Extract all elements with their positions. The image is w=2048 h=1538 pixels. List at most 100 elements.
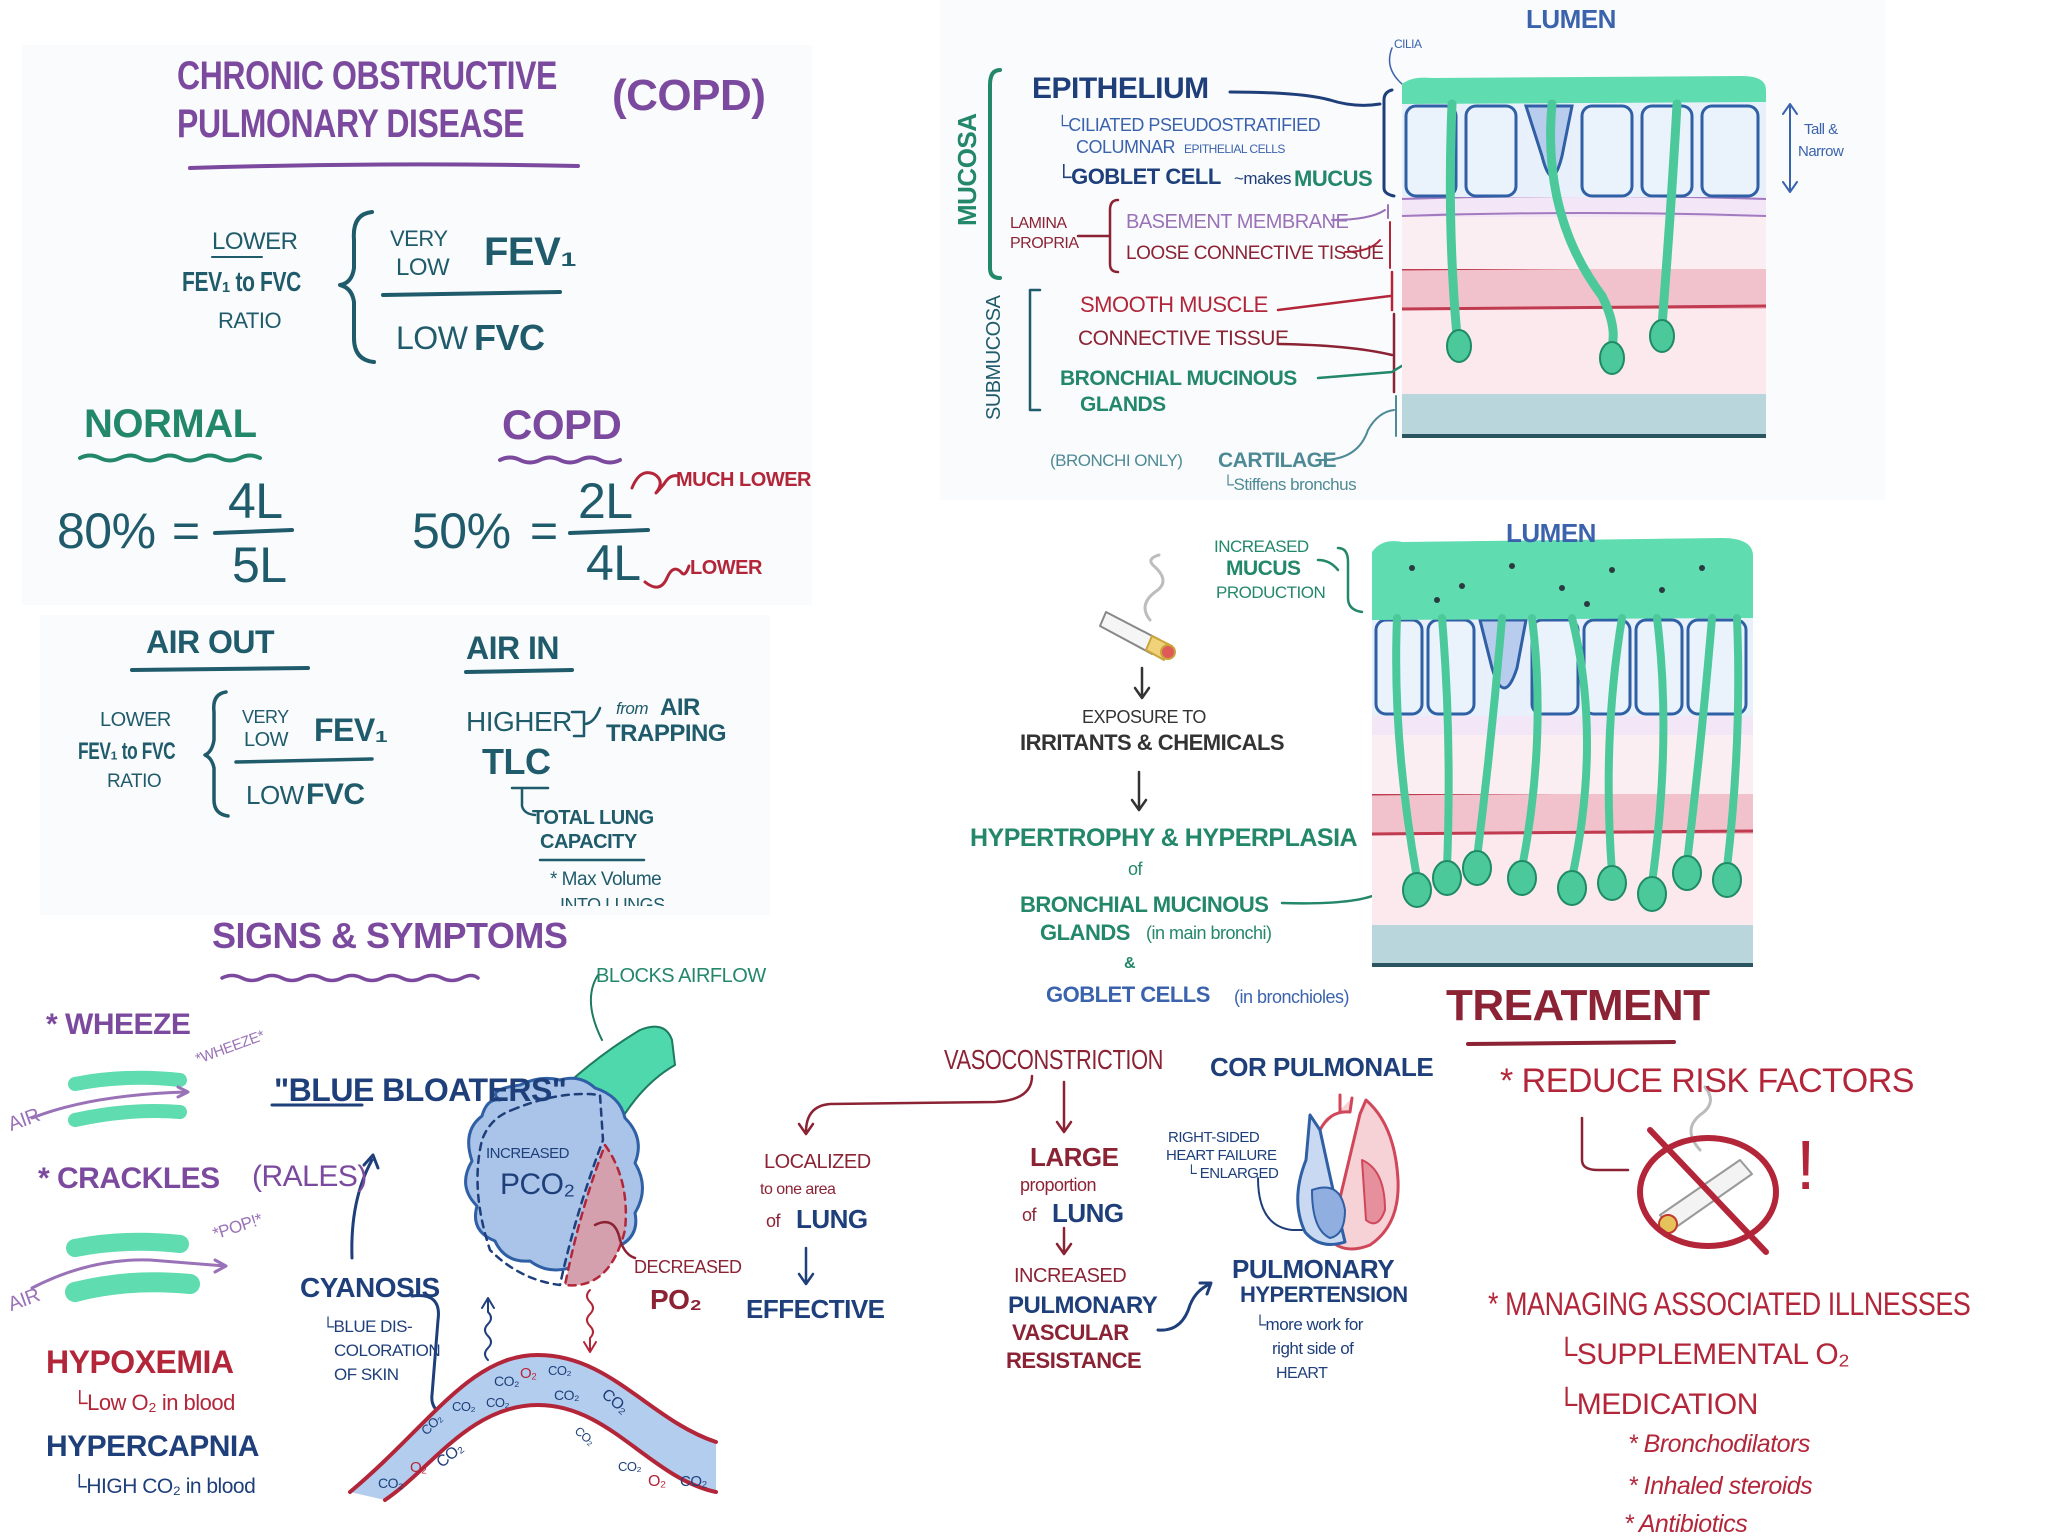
copd-fraction-line: [568, 528, 650, 535]
alveolus-increased: INCREASED: [486, 1145, 570, 1162]
copd-percent: 50%: [412, 503, 511, 559]
enlarged-glands: [1392, 614, 1743, 887]
ph-def-1: └more work for: [1254, 1315, 1363, 1334]
ratio-low: LOW: [396, 320, 468, 356]
path-goblet: GOBLET CELLS: [1046, 982, 1210, 1007]
ratio-lower: LOWER: [212, 228, 298, 255]
wheeze-airflow-arrow: [30, 1085, 190, 1120]
air-in-higher: HIGHER: [466, 706, 572, 737]
capillary-gas: CO₂: [452, 1399, 476, 1414]
lamina-propria-2: PROPRIA: [1010, 235, 1079, 252]
goblet-makes: ~makes: [1234, 169, 1292, 188]
blue-bloaters-label: "BLUE BLOATERS": [274, 1072, 567, 1108]
air-out-underline: [130, 666, 310, 672]
cyanosis-def-1: └BLUE DIS-: [322, 1317, 413, 1336]
goblet-mucus: MUCUS: [1294, 166, 1373, 191]
mucus-cilia-layer: [1402, 76, 1766, 104]
cyanosis-def-2: COLORATION: [334, 1341, 441, 1360]
capillary-wall-bottom: [383, 1403, 718, 1502]
normal-fraction-line: [213, 528, 294, 535]
large-of: of: [1022, 1205, 1037, 1225]
capillary-gas: CO₂: [486, 1395, 510, 1410]
stiffens-bronchus: └Stiffens bronchus: [1222, 475, 1357, 494]
localized-lung: LUNG: [796, 1204, 868, 1234]
increased-label: INCREASED: [1014, 1265, 1127, 1287]
vasoconstriction-title: VASOCONSTRICTION: [944, 1044, 1164, 1075]
inc-mucus-2: MUCUS: [1226, 557, 1301, 580]
capillary-gas: CO₂: [494, 1373, 519, 1389]
wheeze-airway-top: [68, 1070, 187, 1091]
crackles-label: * CRACKLES: [38, 1162, 220, 1195]
air-out-lower: LOWER: [100, 709, 171, 731]
rshf-leader: [1257, 1177, 1311, 1231]
ratio-fev-fvc: FEV₁ to FVC: [182, 266, 301, 297]
cilia-label: CILIA: [1394, 37, 1422, 51]
reduce-connector: [1580, 1116, 1630, 1172]
capillary-gas: O₂: [520, 1365, 537, 1382]
air-in-trapping: TRAPPING: [606, 720, 727, 747]
air-out-label: AIR OUT: [146, 624, 275, 660]
basement-leader: [1331, 204, 1389, 221]
cor-pulmonale-title: COR PULMONALE: [1210, 1052, 1434, 1082]
submucosa-bracket: [1028, 288, 1042, 412]
rshf-3: └ ENLARGED: [1186, 1165, 1279, 1182]
capillary-gas: CO₂: [554, 1387, 579, 1403]
cartilage-layer: [1372, 925, 1753, 965]
lamina-propria-bracket: [1076, 198, 1120, 274]
ciliated-1: └CILIATED PSEUDOSTRATIFIED: [1056, 115, 1321, 135]
large-label: LARGE: [1030, 1142, 1119, 1172]
loose-ct-label: LOOSE CONNECTIVE TISSUE: [1126, 243, 1384, 264]
tall-narrow-1: Tall &: [1804, 121, 1838, 138]
mucus-particles: [1409, 563, 1705, 607]
glands-label-1: BRONCHIAL MUCINOUS: [1060, 367, 1297, 390]
ph-def-2: right side of: [1272, 1339, 1354, 1358]
smooth-muscle-label: SMOOTH MUSCLE: [1080, 292, 1268, 317]
epithelium-label: EPITHELIUM: [1032, 72, 1209, 105]
title-underline: [188, 162, 580, 170]
ph-def-3: HEART: [1276, 1365, 1328, 1382]
decreased-label: DECREASED: [634, 1257, 742, 1277]
alveolus-low-o2-region: [563, 1143, 628, 1287]
air-out-fraction-line: [234, 757, 374, 764]
submucosal-glands: [1445, 99, 1682, 351]
co2-diffusion-arrow: [481, 1297, 495, 1361]
epithelial-cells: [1404, 104, 1760, 198]
capillary-gas: CO₂: [618, 1459, 642, 1474]
treatment-title: TREATMENT: [1446, 981, 1710, 1030]
hypercapnia-label: HYPERCAPNIA: [46, 1430, 259, 1463]
fraction-line: [381, 290, 562, 297]
higher-bracket: [570, 706, 602, 738]
gland-bulbs: [1446, 319, 1675, 375]
ct-leader: [1276, 312, 1396, 394]
ratio-very: VERY: [390, 226, 448, 251]
air-in-underline: [464, 668, 574, 674]
pvr-vascular: VASCULAR: [1012, 1320, 1129, 1345]
capillary: [350, 1355, 716, 1500]
crackles-airway-top: [66, 1232, 189, 1257]
large-lung: LUNG: [1052, 1198, 1124, 1228]
med-item: * Antibiotics: [1624, 1510, 1748, 1538]
crackles-airway-bottom: [65, 1272, 200, 1302]
air-in-into-clip: INTO LUNGS: [550, 896, 690, 906]
air-in-from: from: [616, 699, 649, 718]
bronchi-only: (BRONCHI ONLY): [1050, 451, 1183, 470]
copd-much-lower: MUCH LOWER: [676, 469, 811, 491]
to-one-area: to one area: [760, 1181, 836, 1198]
air-in-tlc-full-1: TOTAL LUNG: [532, 807, 654, 829]
ct-label: CONNECTIVE TISSUE: [1078, 327, 1289, 350]
exposure-2: IRRITANTS & CHEMICALS: [1020, 730, 1285, 755]
air-in-max-volume: * Max Volume: [550, 869, 662, 890]
air-out-ratio: RATIO: [107, 771, 162, 792]
reduce-risk-factors: * REDUCE RISK FACTORS: [1500, 1062, 1914, 1100]
exclaim-mark: !: [1796, 1126, 1815, 1204]
tall-narrow-2: Narrow: [1798, 143, 1844, 160]
air-in-air: AIR: [660, 694, 700, 721]
cartilage-label: CARTILAGE: [1218, 449, 1337, 472]
smooth-muscle-leader: [1276, 270, 1394, 312]
panel-spirometry: [40, 615, 770, 915]
basement-membrane: [1372, 716, 1753, 735]
much-lower-squiggle: [630, 471, 680, 495]
glands-label-2: GLANDS: [1080, 393, 1166, 416]
mucosa-bracket: [988, 68, 1002, 280]
path-glands-2: GLANDS: [1040, 920, 1130, 945]
